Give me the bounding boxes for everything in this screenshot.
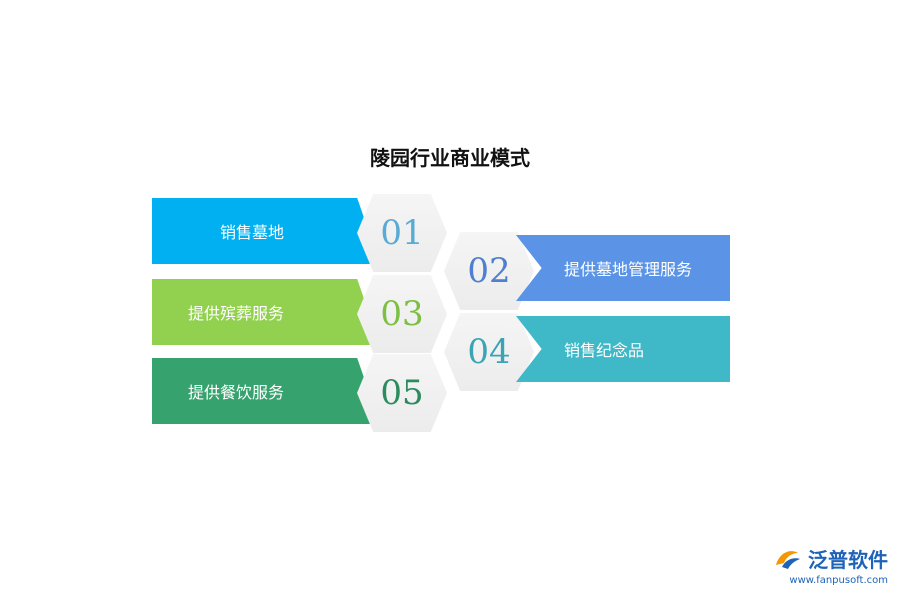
hex-04: 04 (444, 313, 534, 391)
band-03: 提供殡葬服务 (152, 279, 380, 345)
hex-05: 05 (357, 354, 447, 432)
hex-05-number: 05 (380, 373, 424, 413)
logo-url: www.fanpusoft.com (789, 575, 888, 586)
band-05-label: 提供餐饮服务 (188, 383, 285, 402)
hex-01-number: 01 (380, 213, 424, 253)
band-01: 销售墓地 (152, 198, 380, 264)
fanpu-logo-icon (776, 550, 800, 569)
band-02: 提供墓地管理服务 (516, 235, 730, 301)
hex-03-number: 03 (380, 294, 424, 334)
hex-02: 02 (444, 232, 534, 310)
hex-03: 03 (357, 275, 447, 353)
band-04: 销售纪念品 (516, 316, 730, 382)
hex-04-number: 04 (467, 332, 511, 372)
band-01-label: 销售墓地 (220, 223, 285, 242)
band-04-label: 销售纪念品 (564, 341, 645, 360)
band-02-label: 提供墓地管理服务 (564, 260, 693, 279)
hex-01: 01 (357, 194, 447, 272)
diagram-title: 陵园行业商业模式 (370, 146, 530, 170)
hex-02-number: 02 (467, 251, 511, 291)
band-05: 提供餐饮服务 (152, 358, 380, 424)
brand-logo: 泛普软件 www.fanpusoft.com (772, 544, 888, 586)
band-03-label: 提供殡葬服务 (188, 304, 285, 323)
logo-name: 泛普软件 (808, 548, 888, 572)
